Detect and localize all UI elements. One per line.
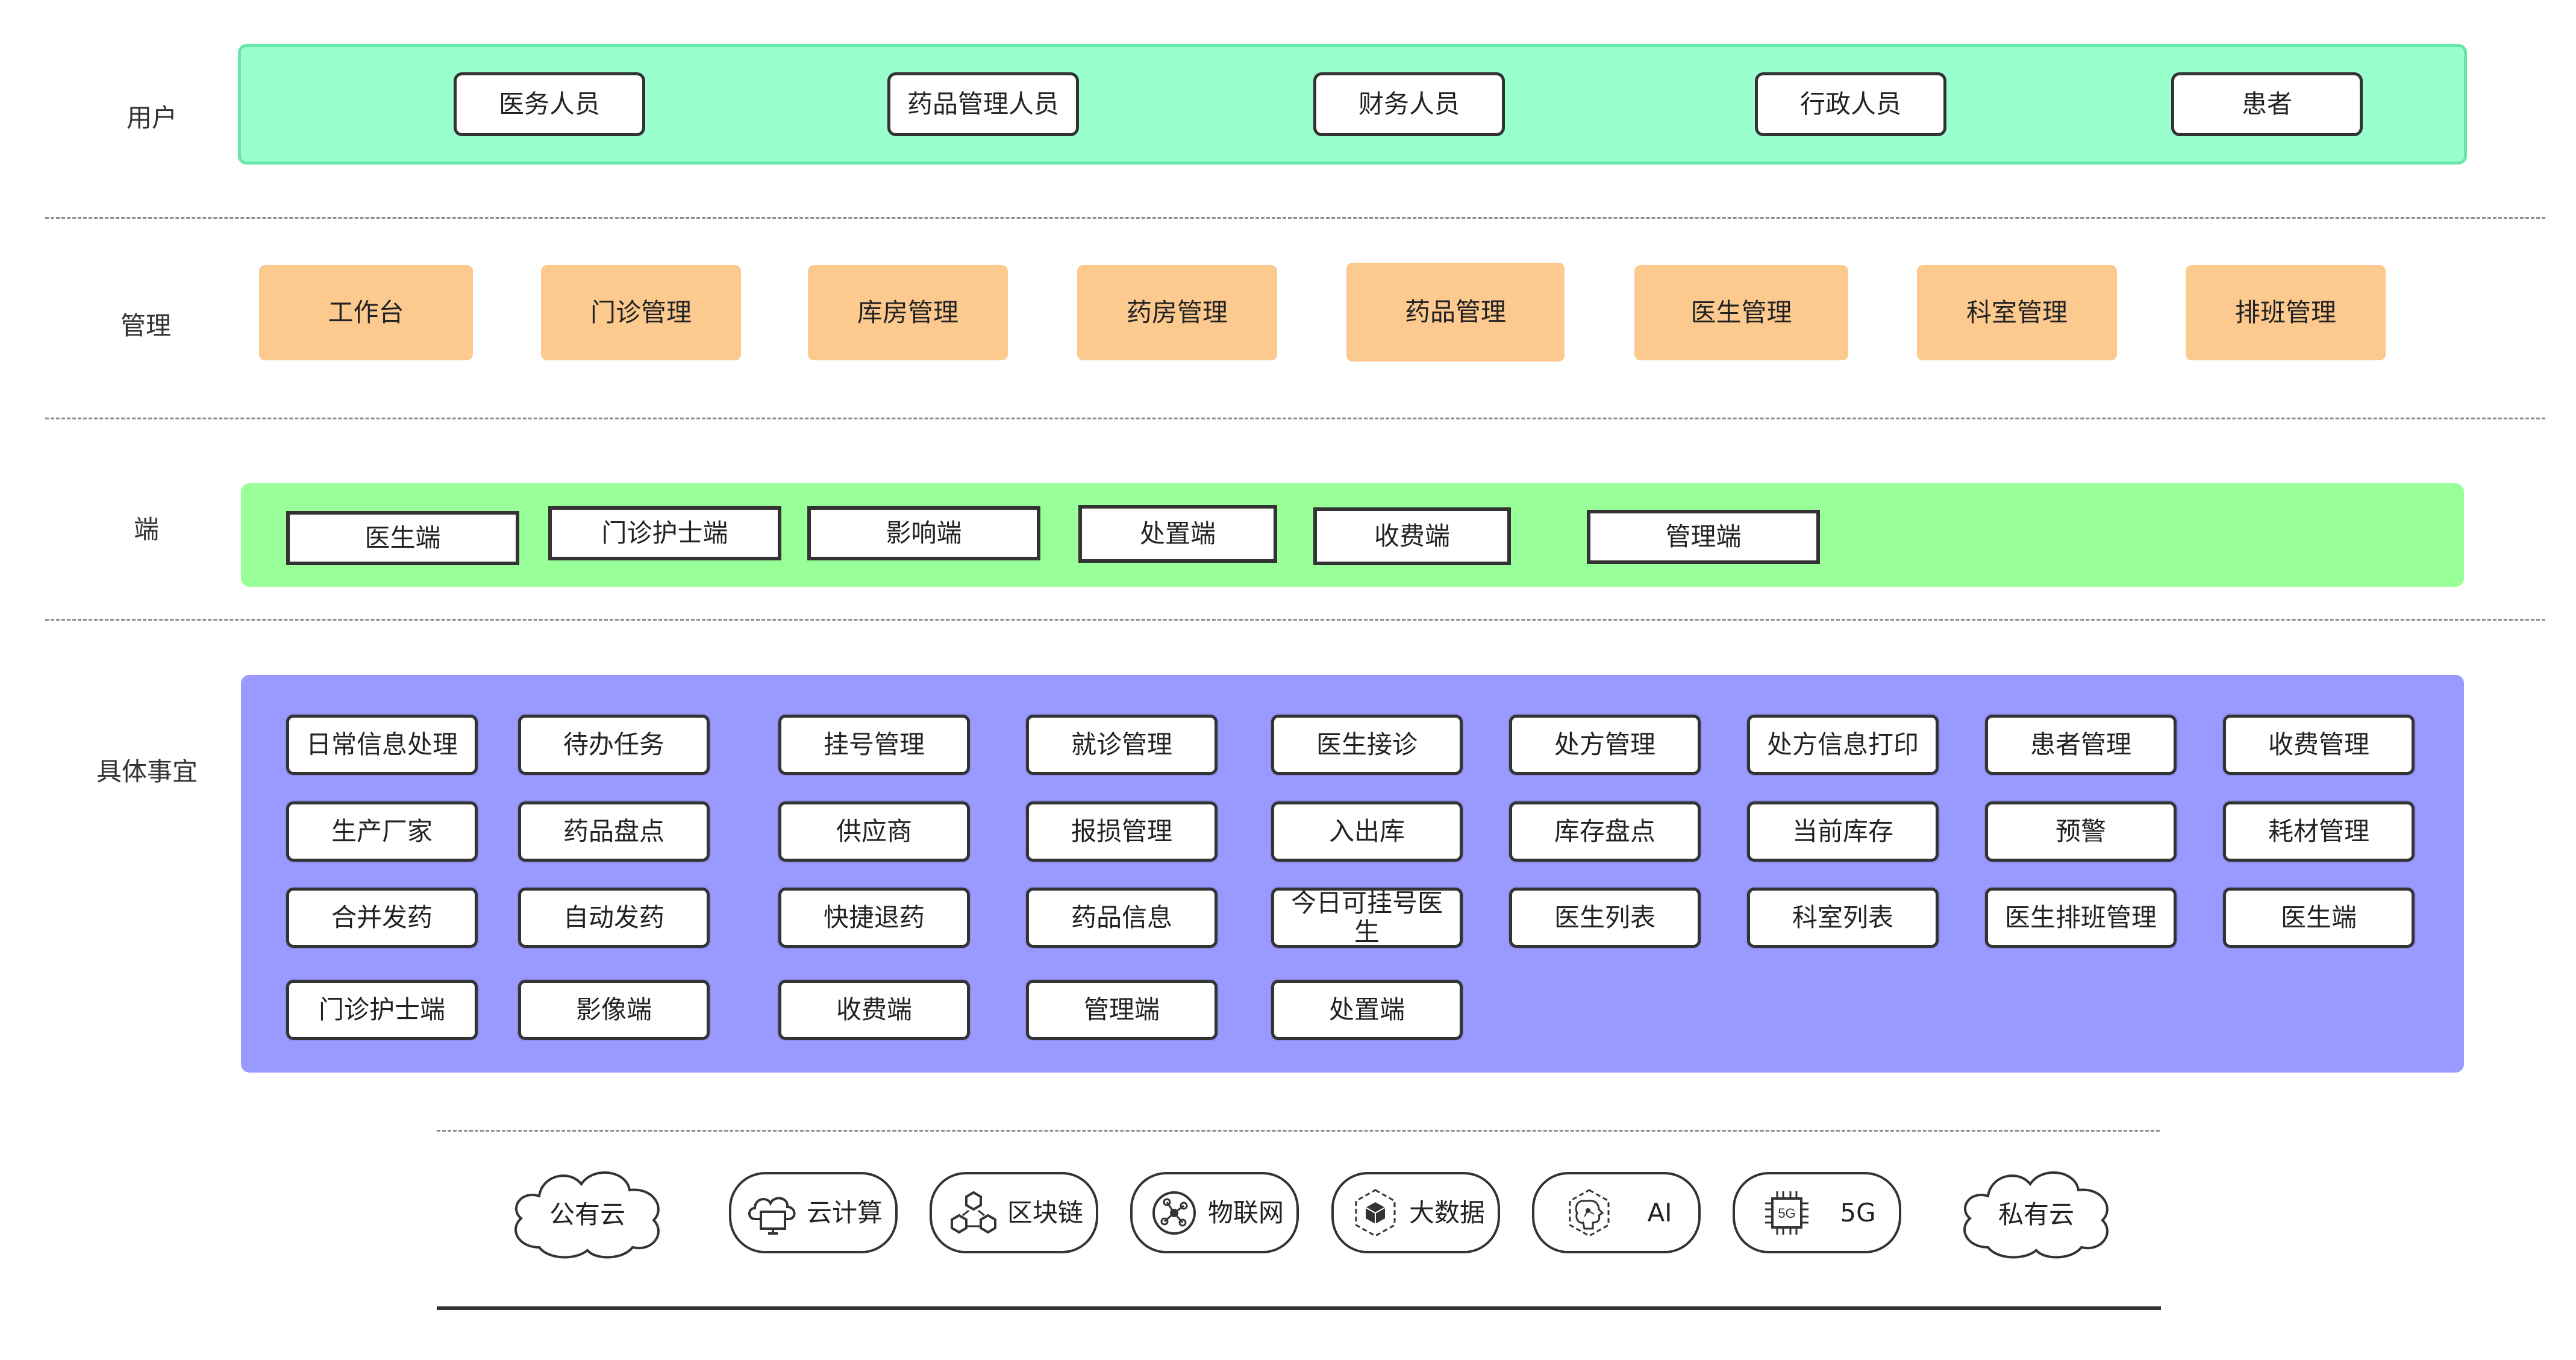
private-cloud: 私有云 bbox=[1955, 1163, 2118, 1262]
big-data-label: 大数据 bbox=[1408, 1197, 1485, 1227]
divider-2 bbox=[45, 418, 2545, 419]
data-cube-icon bbox=[1346, 1184, 1404, 1242]
public-cloud: 公有云 bbox=[506, 1163, 669, 1262]
mgmt-workbench[interactable]: 工作台 bbox=[259, 265, 473, 360]
private-cloud-label: 私有云 bbox=[1998, 1200, 2074, 1229]
terminal-billing[interactable]: 收费端 bbox=[1313, 507, 1511, 565]
mgmt-pharmacy[interactable]: 药房管理 bbox=[1077, 265, 1277, 360]
row-label-users: 用户 bbox=[127, 103, 178, 133]
task-quick-return[interactable]: 快捷退药 bbox=[778, 888, 970, 948]
big-data-pill[interactable]: 大数据 bbox=[1331, 1172, 1500, 1253]
public-cloud-label: 公有云 bbox=[549, 1200, 625, 1229]
network-icon bbox=[1145, 1184, 1203, 1242]
task-daily-info[interactable]: 日常信息处理 bbox=[286, 715, 478, 775]
terminal-outpatient-nurse[interactable]: 门诊护士端 bbox=[548, 506, 781, 560]
cloud-computing-pill[interactable]: 云计算 bbox=[729, 1172, 898, 1253]
task-manufacturer[interactable]: 生产厂家 bbox=[286, 801, 478, 862]
iot-label: 物联网 bbox=[1207, 1197, 1284, 1227]
task-drug-inventory[interactable]: 药品盘点 bbox=[518, 801, 710, 862]
mgmt-drugs[interactable]: 药品管理 bbox=[1346, 263, 1565, 362]
mgmt-scheduling[interactable]: 排班管理 bbox=[2186, 265, 2386, 360]
task-nurse-terminal[interactable]: 门诊护士端 bbox=[286, 980, 478, 1040]
user-admin-staff[interactable]: 行政人员 bbox=[1755, 72, 1946, 136]
five-g-label: 5G bbox=[1840, 1197, 1876, 1227]
task-doctor-terminal[interactable]: 医生端 bbox=[2223, 888, 2415, 948]
terminal-doctor[interactable]: 医生端 bbox=[286, 511, 519, 565]
cloud-computing-label: 云计算 bbox=[806, 1197, 883, 1227]
divider-3 bbox=[45, 619, 2545, 621]
blockchain-pill[interactable]: 区块链 bbox=[930, 1172, 1098, 1253]
task-auto-dispense[interactable]: 自动发药 bbox=[518, 888, 710, 948]
task-todo[interactable]: 待办任务 bbox=[518, 715, 710, 775]
task-available-doctors[interactable]: 今日可挂号医生 bbox=[1271, 888, 1463, 948]
blockchain-icon bbox=[945, 1184, 1002, 1242]
terminal-imaging[interactable]: 影响端 bbox=[807, 506, 1040, 560]
row-label-terminals: 端 bbox=[134, 515, 160, 544]
terminal-management[interactable]: 管理端 bbox=[1587, 510, 1820, 564]
cloud-computer-icon bbox=[744, 1184, 802, 1242]
task-stock-check[interactable]: 库存盘点 bbox=[1509, 801, 1701, 862]
terminal-treatment[interactable]: 处置端 bbox=[1078, 505, 1277, 563]
task-combined-dispense[interactable]: 合并发药 bbox=[286, 888, 478, 948]
mgmt-warehouse[interactable]: 库房管理 bbox=[808, 265, 1008, 360]
user-patient[interactable]: 患者 bbox=[2171, 72, 2363, 136]
user-drug-manager[interactable]: 药品管理人员 bbox=[887, 72, 1079, 136]
task-stock-in-out[interactable]: 入出库 bbox=[1271, 801, 1463, 862]
task-treatment-terminal[interactable]: 处置端 bbox=[1271, 980, 1463, 1040]
task-billing-terminal[interactable]: 收费端 bbox=[778, 980, 970, 1040]
task-prescription-print[interactable]: 处方信息打印 bbox=[1747, 715, 1939, 775]
task-management-terminal[interactable]: 管理端 bbox=[1026, 980, 1218, 1040]
task-consumables[interactable]: 耗材管理 bbox=[2223, 801, 2415, 862]
task-consultation[interactable]: 就诊管理 bbox=[1026, 715, 1218, 775]
task-doctor-list[interactable]: 医生列表 bbox=[1509, 888, 1701, 948]
ai-head-icon bbox=[1560, 1184, 1618, 1242]
infrastructure-baseline bbox=[437, 1306, 2161, 1310]
task-prescription[interactable]: 处方管理 bbox=[1509, 715, 1701, 775]
divider-1 bbox=[45, 217, 2545, 219]
mgmt-doctors[interactable]: 医生管理 bbox=[1634, 265, 1848, 360]
cloud-icon bbox=[514, 1171, 660, 1259]
mgmt-outpatient[interactable]: 门诊管理 bbox=[541, 265, 741, 360]
row-label-management: 管理 bbox=[120, 311, 172, 340]
task-current-stock[interactable]: 当前库存 bbox=[1747, 801, 1939, 862]
task-imaging-terminal[interactable]: 影像端 bbox=[518, 980, 710, 1040]
chip-icon: 5G bbox=[1758, 1184, 1816, 1242]
task-department-list[interactable]: 科室列表 bbox=[1747, 888, 1939, 948]
mgmt-departments[interactable]: 科室管理 bbox=[1917, 265, 2117, 360]
divider-infrastructure bbox=[437, 1130, 2160, 1132]
task-registration[interactable]: 挂号管理 bbox=[778, 715, 970, 775]
ai-pill[interactable]: AI bbox=[1532, 1172, 1701, 1253]
chip-icon-label: 5G bbox=[1778, 1206, 1796, 1221]
user-finance-staff[interactable]: 财务人员 bbox=[1313, 72, 1505, 136]
blockchain-label: 区块链 bbox=[1007, 1197, 1083, 1227]
task-patient-mgmt[interactable]: 患者管理 bbox=[1985, 715, 2177, 775]
task-supplier[interactable]: 供应商 bbox=[778, 801, 970, 862]
cloud-icon bbox=[1963, 1171, 2109, 1259]
task-billing-mgmt[interactable]: 收费管理 bbox=[2223, 715, 2415, 775]
task-drug-info[interactable]: 药品信息 bbox=[1026, 888, 1218, 948]
task-doctor-scheduling[interactable]: 医生排班管理 bbox=[1985, 888, 2177, 948]
task-doctor-reception[interactable]: 医生接诊 bbox=[1271, 715, 1463, 775]
ai-label: AI bbox=[1647, 1197, 1672, 1227]
task-alert[interactable]: 预警 bbox=[1985, 801, 2177, 862]
task-loss-report[interactable]: 报损管理 bbox=[1026, 801, 1218, 862]
five-g-pill[interactable]: 5G 5G bbox=[1733, 1172, 1901, 1253]
row-label-tasks: 具体事宜 bbox=[96, 757, 198, 786]
iot-pill[interactable]: 物联网 bbox=[1130, 1172, 1299, 1253]
user-medical-staff[interactable]: 医务人员 bbox=[454, 72, 645, 136]
